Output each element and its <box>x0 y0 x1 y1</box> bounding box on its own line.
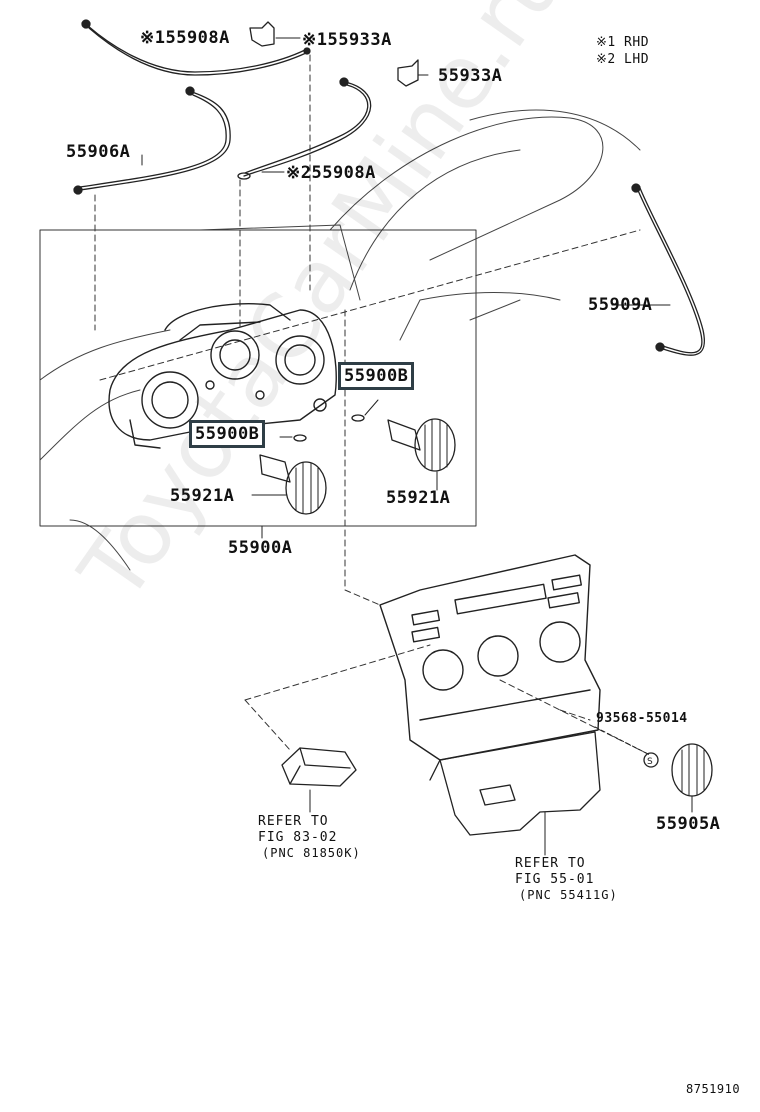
connector-part <box>281 747 357 787</box>
part-label-55921A-left[interactable]: 55921A <box>170 486 235 506</box>
cable-55908A-mid <box>237 77 372 180</box>
knob-55905A <box>671 743 713 813</box>
part-label-55921A-right[interactable]: 55921A <box>386 488 451 508</box>
ref1-fig-link[interactable]: FIG 83-02 <box>258 830 338 845</box>
ref2-pnc: (PNC 55411G) <box>519 888 618 902</box>
cable-55906A <box>73 86 231 195</box>
knob-55921A-right <box>387 418 456 472</box>
part-label-55905A[interactable]: 55905A <box>656 814 721 834</box>
cluster-panel <box>379 554 601 761</box>
leader-lines <box>94 54 651 756</box>
part-label-55933A-mid[interactable]: 55933A <box>438 66 503 86</box>
ref2-line1: REFER TO <box>515 856 586 871</box>
part-label-55908A-mid[interactable]: ※255908A <box>286 163 376 183</box>
part-label-55900B-left[interactable]: 55900B <box>189 420 266 448</box>
part-label-55909A[interactable]: 55909A <box>588 295 653 315</box>
knob-55921A-left <box>259 454 327 515</box>
part-label-55906A[interactable]: 55906A <box>66 142 131 162</box>
part-label-55900A[interactable]: 55900A <box>228 538 293 558</box>
pin-55900B-right <box>351 414 365 422</box>
part-label-93568-55014[interactable]: 93568-55014 <box>596 711 688 726</box>
ref2-fig-link[interactable]: FIG 55-01 <box>515 872 595 887</box>
pin-55900B-left <box>293 434 307 442</box>
cable-55909A <box>631 183 705 356</box>
ref1-line1: REFER TO <box>258 814 329 829</box>
assembly-frame <box>39 229 477 527</box>
clip-55933A-mid <box>397 59 419 87</box>
screw-93568-55014 <box>643 752 659 768</box>
svg-text:S: S <box>647 757 653 767</box>
figure-id: 8751910 <box>686 1082 741 1096</box>
legend-lhd: ※2 LHD <box>596 52 650 67</box>
ref1-pnc: (PNC 81850K) <box>262 846 361 860</box>
heater-control-body <box>108 303 337 449</box>
clip-55933A-top <box>249 21 275 47</box>
cable-55908A-top <box>81 19 311 76</box>
part-label-55900B-right[interactable]: 55900B <box>338 362 415 390</box>
dashboard-outline <box>39 109 641 571</box>
legend-rhd: ※1 RHD <box>596 35 650 50</box>
part-label-55908A-top[interactable]: ※155908A <box>140 28 230 48</box>
part-label-55933A-top[interactable]: ※155933A <box>302 30 392 50</box>
lower-bracket <box>429 731 601 836</box>
